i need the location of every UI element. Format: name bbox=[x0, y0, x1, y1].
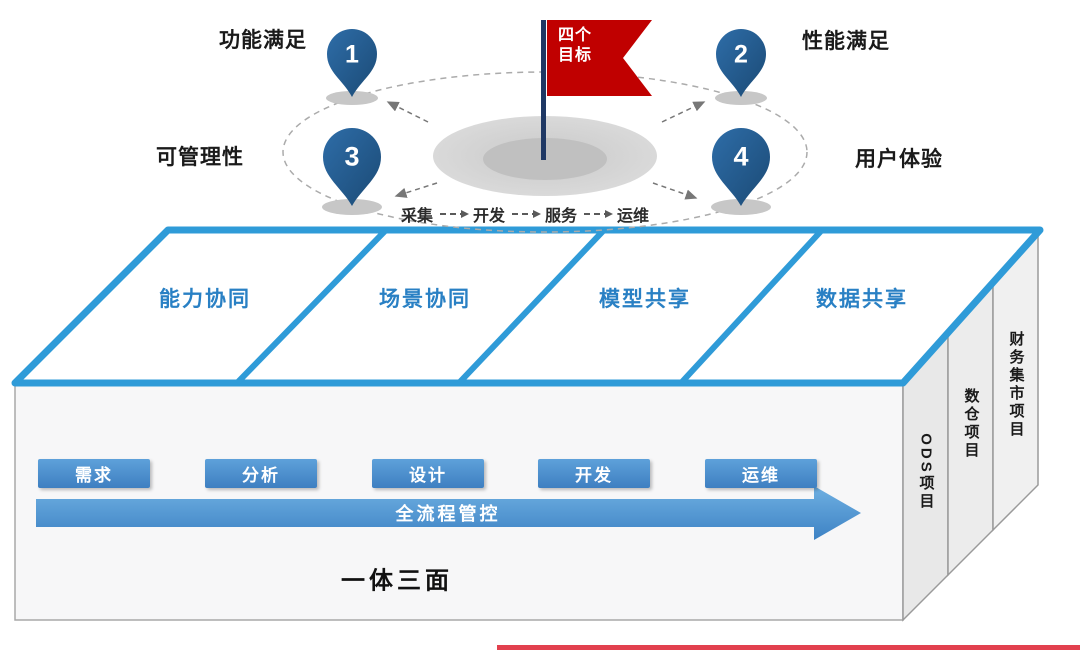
side-project-dw: 数仓项目 bbox=[962, 388, 980, 460]
stage-button-ops: 运维 bbox=[705, 459, 817, 488]
top-cell-scenario: 场景协同 bbox=[379, 288, 471, 311]
pin-1-number: 1 bbox=[345, 40, 359, 69]
connector-arrow-3 bbox=[394, 182, 438, 198]
goal-label-performance: 性能满足 bbox=[802, 30, 890, 53]
goal-label-function: 功能满足 bbox=[219, 29, 307, 52]
diagram-caption: 一体三面 bbox=[341, 567, 453, 595]
pin2-shadow bbox=[715, 91, 767, 105]
pin4-shadow bbox=[711, 199, 771, 215]
stage-button-requirement: 需求 bbox=[38, 459, 150, 488]
flow-arrow bbox=[36, 486, 861, 540]
flag-label-line1: 四个 bbox=[558, 27, 593, 44]
pin-4-number: 4 bbox=[733, 141, 749, 172]
process-step-ops: 运维 bbox=[617, 208, 650, 225]
connector-arrow-2 bbox=[661, 101, 706, 123]
process-chain: 采集 开发 服务 运维 bbox=[398, 202, 652, 226]
side-project-finance: 财务集市项目 bbox=[1007, 331, 1025, 439]
goal-flag bbox=[547, 20, 652, 96]
flag-pole bbox=[541, 20, 546, 160]
process-step-collect: 采集 bbox=[401, 208, 434, 225]
top-face-divider-3 bbox=[678, 227, 825, 386]
bottom-accent-line bbox=[497, 645, 1080, 650]
dashed-arrow-icon bbox=[512, 210, 542, 218]
connector-arrow-4 bbox=[652, 182, 698, 200]
pin1-shadow bbox=[326, 91, 378, 105]
flag-label: 四个 目标 bbox=[558, 26, 592, 66]
pin-3-number: 3 bbox=[344, 141, 360, 172]
pin-2-number: 2 bbox=[734, 40, 748, 69]
pin-4-icon bbox=[712, 128, 770, 206]
pin3-shadow bbox=[322, 199, 382, 215]
flag-label-line2: 目标 bbox=[558, 47, 593, 64]
stage-button-design: 设计 bbox=[372, 459, 484, 488]
pin-3-icon bbox=[323, 128, 381, 206]
goal-label-experience: 用户体验 bbox=[855, 148, 943, 171]
side-project-ods: ODS项目 bbox=[917, 433, 935, 511]
top-face-divider-2 bbox=[456, 227, 607, 386]
flow-arrow-label: 全流程管控 bbox=[395, 504, 501, 524]
stage-button-develop: 开发 bbox=[538, 459, 650, 488]
dashed-arrow-icon bbox=[584, 210, 614, 218]
pin-1-icon bbox=[327, 29, 377, 97]
top-cell-data: 数据共享 bbox=[816, 288, 908, 311]
connector-arrow-1 bbox=[386, 101, 429, 123]
top-cell-model: 模型共享 bbox=[599, 288, 691, 311]
goal-label-manageability: 可管理性 bbox=[156, 146, 244, 169]
process-step-develop: 开发 bbox=[473, 208, 506, 225]
process-step-service: 服务 bbox=[545, 208, 578, 225]
dashed-arrow-icon bbox=[440, 210, 470, 218]
stage-button-analysis: 分析 bbox=[205, 459, 317, 488]
pin-2-icon bbox=[716, 29, 766, 97]
top-cell-capability: 能力协同 bbox=[159, 288, 251, 311]
top-face-divider-1 bbox=[234, 227, 389, 386]
